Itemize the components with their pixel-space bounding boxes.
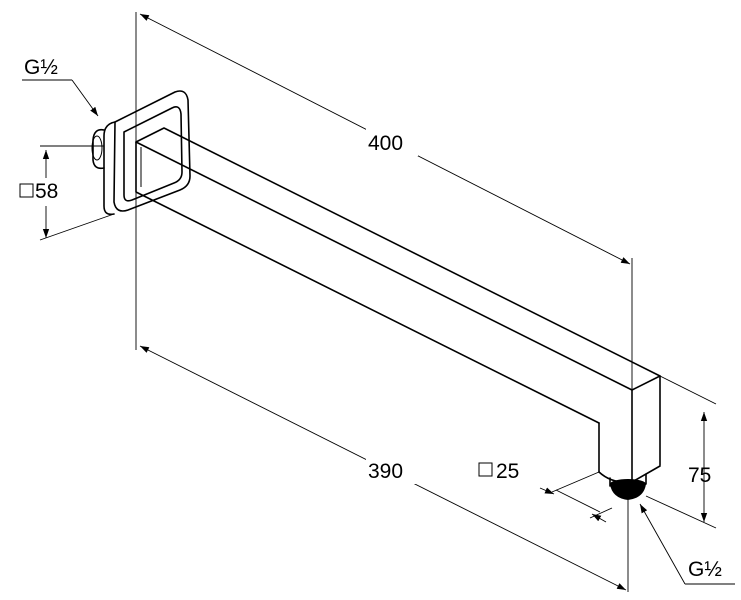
thread-callout-inlet: G½	[22, 56, 99, 117]
dimension-label-75: 75	[688, 464, 711, 487]
shower-arm-horizontal	[135, 127, 661, 484]
dimension-25: 25	[478, 460, 613, 523]
thread-label-outlet: G½	[688, 558, 722, 581]
dimension-label-390: 390	[368, 460, 403, 483]
dimension-400: 400	[135, 12, 633, 390]
square-section-icon-small	[478, 462, 493, 477]
dimension-label-58: 58	[35, 180, 58, 203]
dimension-58: 58	[14, 145, 115, 241]
dimension-390: 390	[135, 192, 629, 592]
thread-label-inlet: G½	[24, 56, 58, 79]
dimension-75: 75	[645, 375, 717, 529]
dimension-label-25: 25	[496, 460, 519, 483]
dimension-label-400: 400	[368, 132, 403, 155]
thread-callout-outlet: G½	[639, 503, 735, 585]
square-section-icon	[19, 183, 34, 198]
